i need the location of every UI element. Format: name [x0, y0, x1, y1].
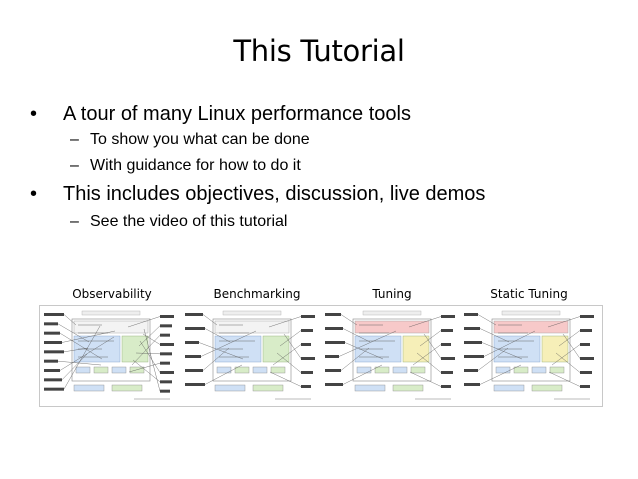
- diagram-thumbnail-observability: [42, 305, 178, 405]
- bullet-glyph: •: [30, 103, 38, 125]
- thumb-label-benchmarking: Benchmarking: [213, 287, 301, 301]
- diagram-svg: [325, 310, 455, 400]
- diagram-thumbnail-benchmarking: [183, 305, 319, 405]
- thumb-label-tuning: Tuning: [372, 287, 412, 301]
- diagram-svg: [464, 310, 594, 400]
- sub-bullet-text: To show you what can be done: [90, 131, 310, 148]
- thumb-label-static-tuning: Static Tuning: [490, 287, 568, 301]
- sub-bullet-glyph: –: [70, 131, 79, 148]
- sub-bullet-glyph: –: [70, 157, 79, 174]
- sub-bullet-text: With guidance for how to do it: [90, 157, 301, 174]
- diagram-thumbnail-static-tuning: [462, 305, 598, 405]
- sub-bullet-text: See the video of this tutorial: [90, 213, 288, 230]
- sub-bullet-glyph: –: [70, 213, 79, 230]
- diagram-svg: [44, 310, 174, 400]
- bullet-text: A tour of many Linux performance tools: [63, 103, 411, 125]
- bullet-glyph: •: [30, 183, 38, 205]
- diagram-svg: [185, 310, 315, 400]
- diagram-thumbnail-tuning: [323, 305, 459, 405]
- thumb-label-observability: Observability: [72, 287, 152, 301]
- slide-title: This Tutorial: [233, 34, 405, 68]
- bullet-text: This includes objectives, discussion, li…: [63, 183, 486, 205]
